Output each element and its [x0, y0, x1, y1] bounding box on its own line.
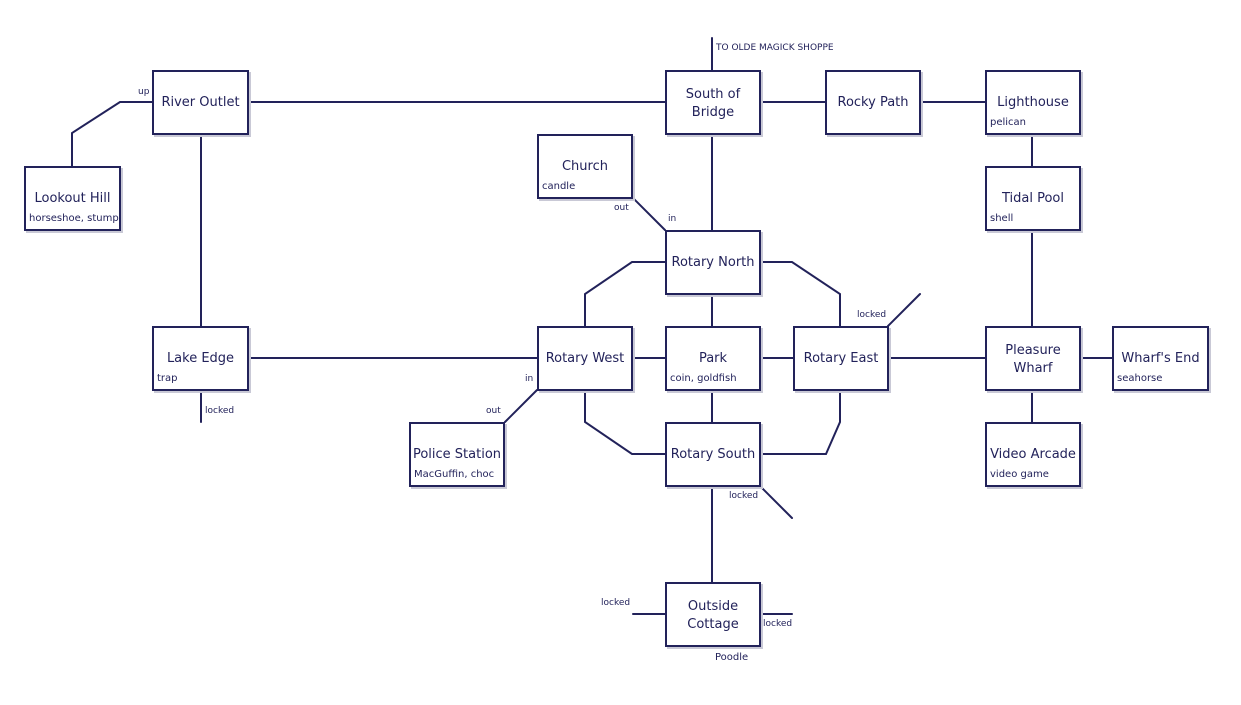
- room-items: horseshoe, stump: [29, 213, 119, 224]
- room-river-outlet[interactable]: River Outlet: [152, 70, 249, 135]
- room-items: pelican: [990, 117, 1027, 128]
- label-church-out: out: [614, 203, 629, 213]
- room-name: Rotary East: [803, 351, 879, 366]
- room-rotary-west[interactable]: Rotary West: [537, 326, 633, 391]
- room-name: Video Arcade: [990, 447, 1076, 462]
- connection-rotarynorth-east: [759, 261, 841, 327]
- room-name: Church: [561, 159, 608, 174]
- room-name: Tidal Pool: [1001, 191, 1064, 206]
- room-name: Lighthouse: [997, 95, 1069, 110]
- label-to-olde-magick-shoppe: TO OLDE MAGICK SHOPPE: [716, 43, 834, 53]
- room-items: seahorse: [1117, 373, 1163, 384]
- room-name: Outside Cottage: [687, 599, 739, 632]
- room-name: Pleasure Wharf: [1005, 343, 1061, 376]
- connection-rotarywest-police: [504, 389, 538, 423]
- room-name: Lookout Hill: [34, 191, 111, 206]
- room-rotary-east[interactable]: Rotary East: [793, 326, 889, 391]
- room-tidal-pool[interactable]: Tidal Pool shell: [985, 166, 1081, 231]
- room-wharfs-end[interactable]: Wharf's End seahorse: [1112, 326, 1209, 391]
- room-name: Police Station: [412, 447, 502, 462]
- room-items: shell: [990, 213, 1014, 224]
- connection-rotarysouth-locked: [759, 485, 793, 519]
- room-name: Wharf's End: [1121, 351, 1200, 366]
- room-name: Park: [698, 351, 728, 366]
- room-pleasure-wharf[interactable]: Pleasure Wharf: [985, 326, 1081, 391]
- room-south-of-bridge[interactable]: South of Bridge: [665, 70, 761, 135]
- room-items: candle: [542, 181, 576, 192]
- connection-church-rotarynorth: [632, 197, 666, 231]
- room-rotary-north[interactable]: Rotary North: [665, 230, 761, 295]
- room-church[interactable]: Church candle: [537, 134, 633, 199]
- room-items: trap: [157, 373, 178, 384]
- connection-rotarynorth-west: [584, 261, 666, 327]
- connection-rotarywest-south: [584, 389, 666, 455]
- room-name: Rotary West: [545, 351, 625, 366]
- room-rocky-path[interactable]: Rocky Path: [825, 70, 921, 135]
- label-up: up: [138, 87, 150, 97]
- room-items: coin, goldfish: [670, 373, 737, 384]
- room-name: Rotary North: [671, 255, 755, 270]
- connection-rotaryeast-locked: [887, 293, 921, 327]
- room-name: River Outlet: [161, 95, 240, 110]
- room-name: Lake Edge: [166, 351, 235, 366]
- room-rotary-south[interactable]: Rotary South: [665, 422, 761, 487]
- room-park[interactable]: Park coin, goldfish: [665, 326, 761, 391]
- label-rotary-east-locked: locked: [857, 310, 887, 320]
- room-police-station[interactable]: Police Station MacGuffin, choc: [409, 422, 505, 487]
- room-video-arcade[interactable]: Video Arcade video game: [985, 422, 1081, 487]
- room-lighthouse[interactable]: Lighthouse pelican: [985, 70, 1081, 135]
- label-police-out: out: [486, 406, 501, 416]
- label-rotary-south-locked: locked: [729, 491, 759, 501]
- room-name: Rotary South: [670, 447, 756, 462]
- label-cottage-locked-east: locked: [763, 619, 793, 629]
- connection-lookout-river: [71, 101, 153, 167]
- room-name: Rocky Path: [837, 95, 909, 110]
- room-lake-edge[interactable]: Lake Edge trap: [152, 326, 249, 391]
- room-lookout-hill[interactable]: Lookout Hill horseshoe, stump: [24, 166, 121, 231]
- room-outside-cottage[interactable]: Outside Cottage: [665, 582, 761, 647]
- label-cottage-locked-west: locked: [601, 598, 631, 608]
- room-items: video game: [990, 469, 1049, 480]
- room-items: MacGuffin, choc: [414, 469, 495, 480]
- connection-rotaryeast-south: [759, 389, 841, 455]
- label-church-in: in: [668, 214, 677, 224]
- label-poodle: Poodle: [715, 652, 749, 663]
- label-lake-edge-locked: locked: [205, 406, 235, 416]
- label-rotary-west-in: in: [525, 374, 534, 384]
- room-name: South of Bridge: [685, 87, 741, 120]
